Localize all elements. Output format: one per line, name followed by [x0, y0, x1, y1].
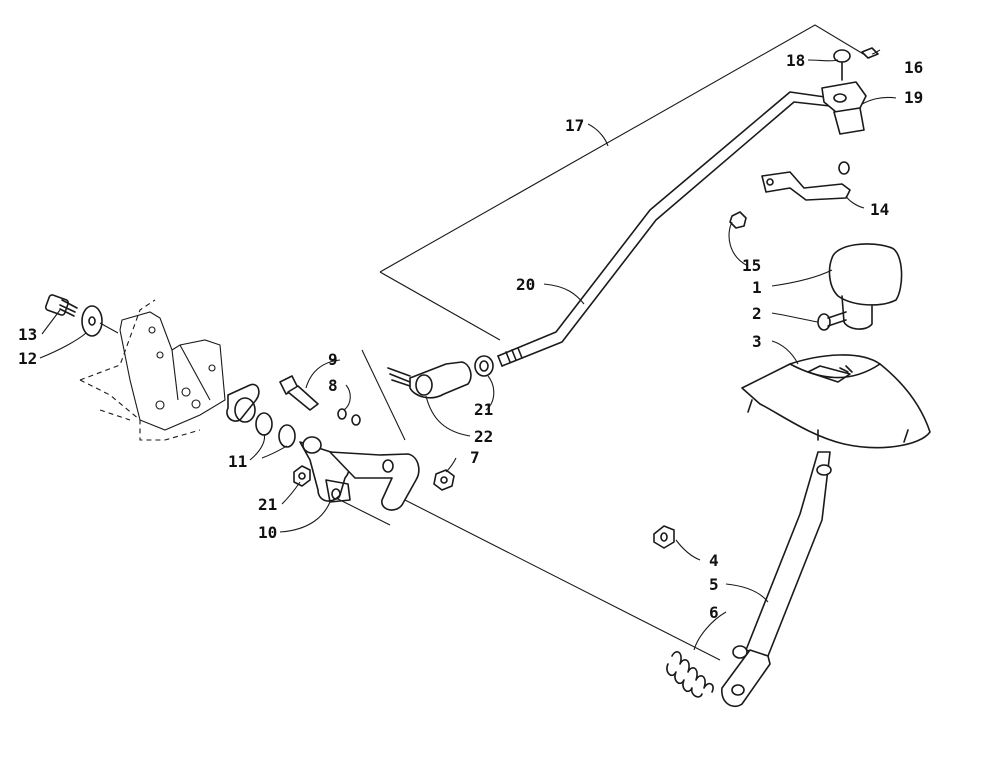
callout-19: 19	[904, 88, 923, 107]
part-2-screw	[817, 311, 847, 331]
callout-12: 12	[18, 349, 37, 368]
part-21-nut-upper	[474, 355, 494, 377]
part-15-nut	[729, 211, 747, 229]
part-4-nut	[653, 525, 675, 549]
callout-17: 17	[565, 116, 584, 135]
group-outline-main	[319, 349, 721, 661]
part-19-pivot	[821, 81, 867, 135]
callout-18: 18	[786, 51, 805, 70]
callout-7: 7	[470, 448, 480, 467]
callout-21-upper: 21	[474, 400, 493, 419]
part-1-knob	[828, 243, 903, 330]
part-22-rod-end	[387, 361, 472, 399]
part-21-nut-lower	[293, 465, 311, 487]
callout-16: 16	[904, 58, 923, 77]
part-8-clips	[337, 408, 361, 426]
part-10-shift-arm	[299, 436, 420, 511]
callout-8: 8	[328, 376, 338, 395]
part-11-o-rings	[255, 412, 296, 448]
part-3-cover	[741, 354, 931, 449]
part-14-bracket	[761, 161, 851, 201]
callout-10: 10	[258, 523, 277, 542]
part-7-nut	[433, 469, 455, 491]
leader-lines	[39, 49, 897, 651]
callout-labels: 1 2 3 4 5 6 7 8 9 10 11 12 13 14 15 16 1…	[18, 51, 923, 622]
callout-5: 5	[709, 575, 719, 594]
callout-13: 13	[18, 325, 37, 344]
callout-15: 15	[742, 256, 761, 275]
callout-11: 11	[228, 452, 247, 471]
part-18-bolt	[833, 49, 851, 81]
callout-9: 9	[328, 350, 338, 369]
part-5-lever	[721, 451, 832, 708]
callout-14: 14	[870, 200, 889, 219]
part-6-spring	[666, 651, 714, 698]
group-outline-17	[379, 24, 871, 341]
callout-4: 4	[709, 551, 719, 570]
part-12-washer	[81, 305, 119, 337]
callout-6: 6	[709, 603, 719, 622]
callout-3: 3	[752, 332, 762, 351]
part-9-pin	[279, 375, 319, 411]
part-16-clip	[861, 47, 879, 59]
callout-20: 20	[516, 275, 535, 294]
callout-1: 1	[752, 278, 762, 297]
part-20-shift-rod	[497, 91, 833, 367]
callout-22: 22	[474, 427, 493, 446]
callout-21-lower: 21	[258, 495, 277, 514]
callout-2: 2	[752, 304, 762, 323]
part-13-bolt	[44, 294, 78, 317]
frame-bracket	[79, 299, 260, 441]
